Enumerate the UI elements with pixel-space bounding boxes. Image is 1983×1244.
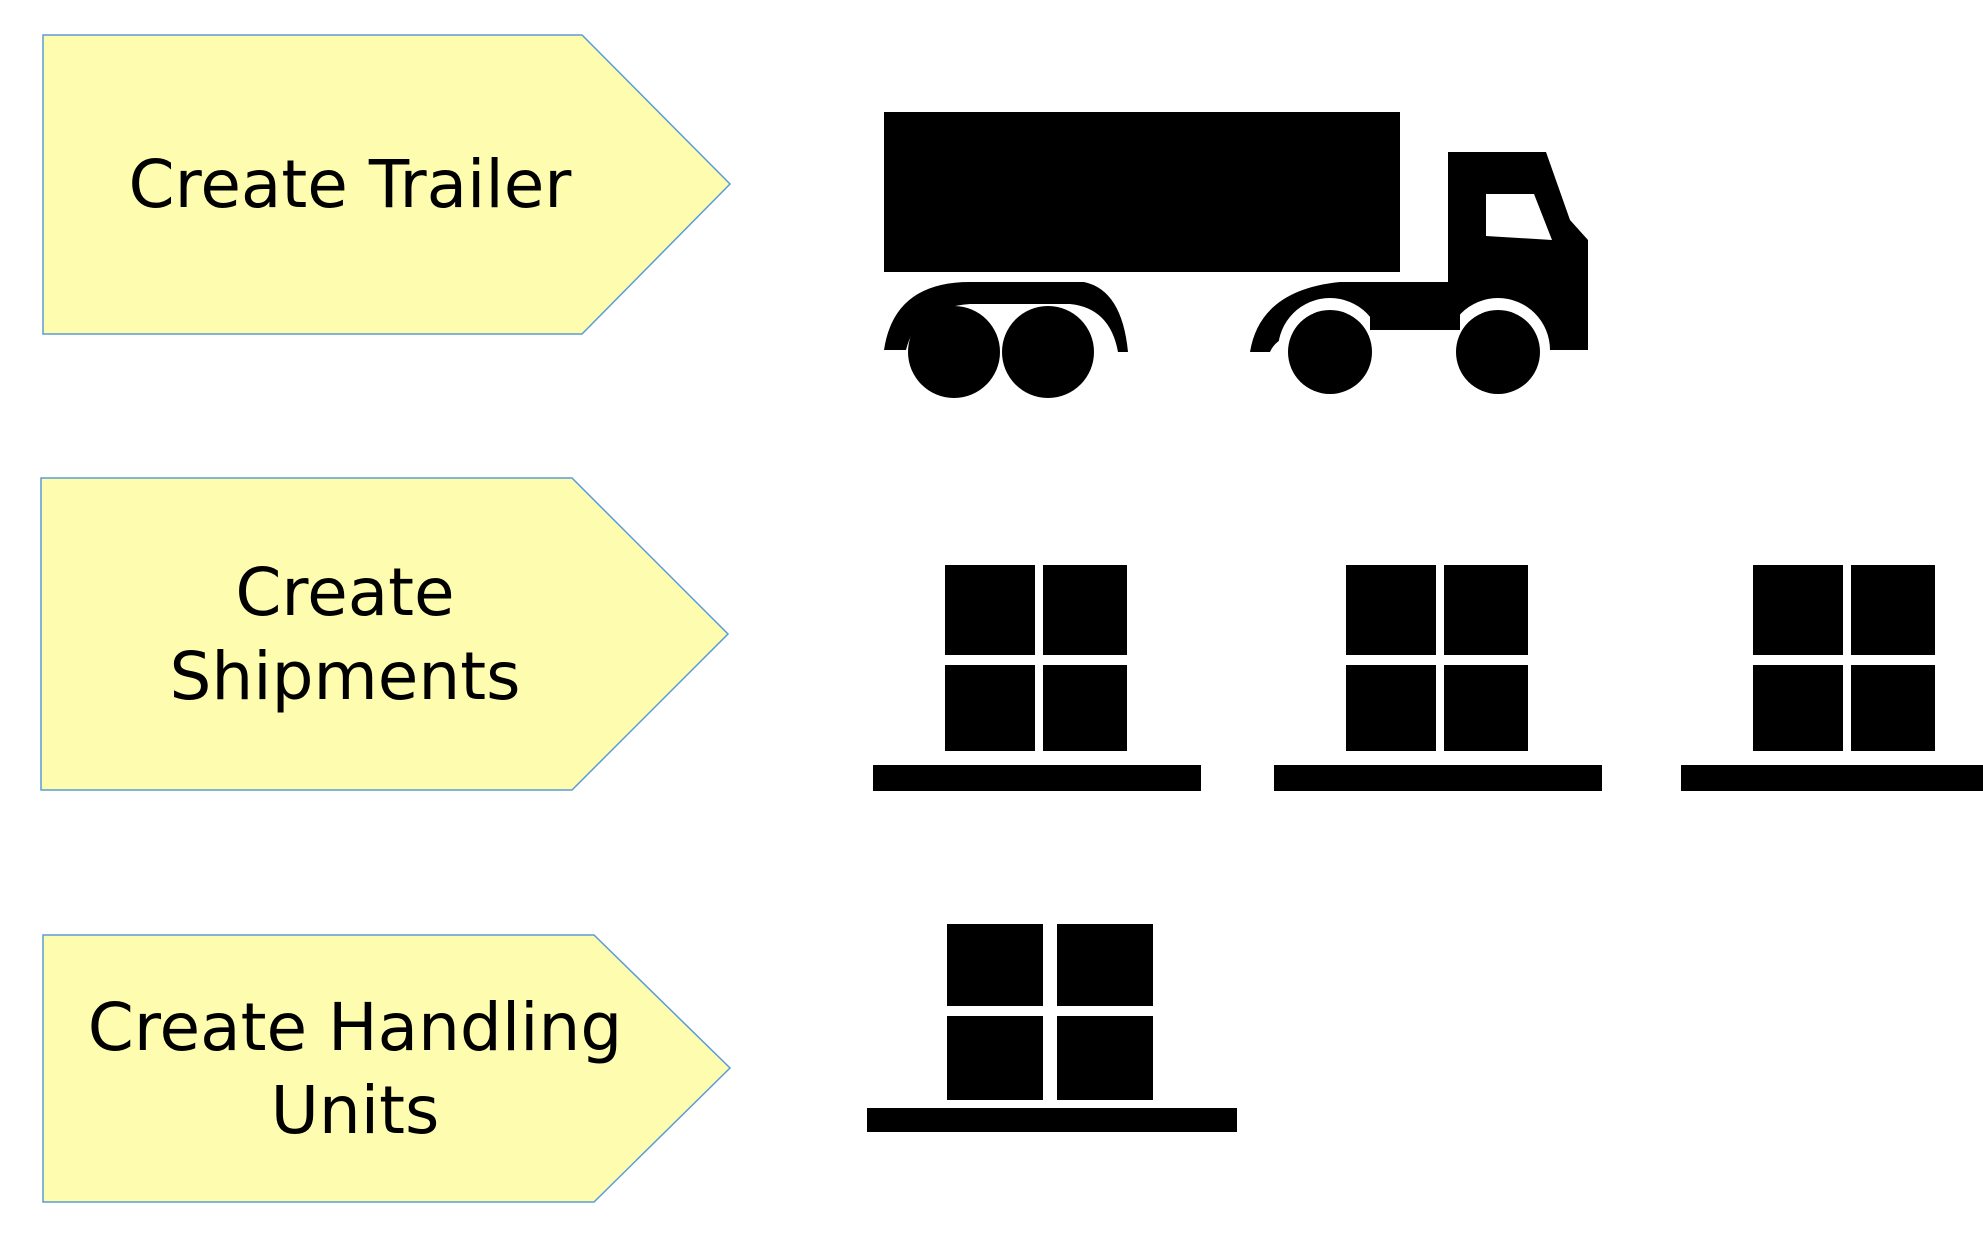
step-create-shipments: Create Shipments <box>40 477 730 792</box>
step-arrow-shape <box>40 477 730 791</box>
pallet-icon <box>873 565 1201 791</box>
step-label: Create Handling Units <box>87 988 623 1149</box>
step-arrow-shape <box>42 934 732 1203</box>
pallet-icon <box>867 924 1237 1132</box>
process-diagram: Create Trailer Create Shipments Create H… <box>40 34 1983 1203</box>
step-label: Create Trailer <box>128 146 572 224</box>
step-create-trailer: Create Trailer <box>42 34 732 336</box>
step-create-handling-units: Create Handling Units <box>42 934 732 1203</box>
pallet-icon <box>1681 565 1983 791</box>
step-arrow-shape <box>42 34 732 335</box>
pallet-icon <box>1274 565 1602 791</box>
step-label: Create Shipments <box>169 554 521 715</box>
truck-icon <box>884 112 1588 402</box>
